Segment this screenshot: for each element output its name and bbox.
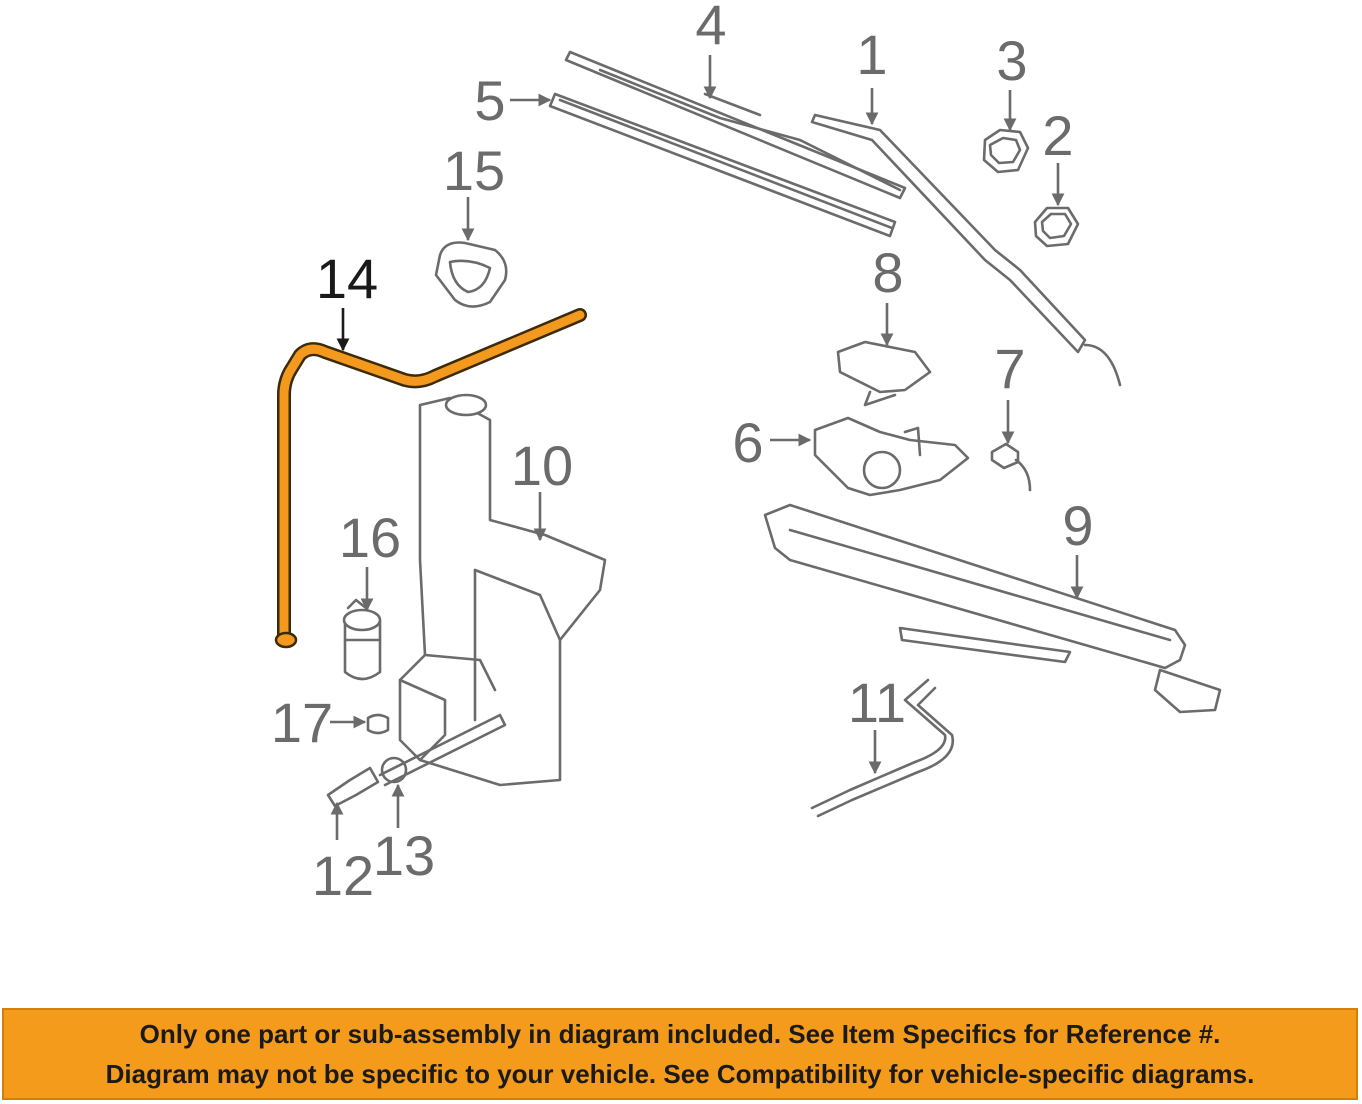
part-14-washer-hose [274,308,587,649]
part-2-nut [1033,206,1080,248]
part-17-grommet [366,713,390,735]
callout-16: 16 [339,506,401,569]
callout-5: 5 [474,69,505,132]
part-7-connector [990,442,1032,492]
parts-diagram: 1 2 3 4 5 6 7 8 9 10 11 12 13 14 15 16 1… [271,0,1222,907]
callout-9: 9 [1062,494,1093,557]
part-11-hose [810,678,955,818]
part-1-wiper-arm [810,113,1122,387]
part-16-pump [342,598,382,681]
callout-7: 7 [994,337,1025,400]
callout-6: 6 [732,411,763,474]
callout-3: 3 [996,29,1027,92]
disclaimer-banner: Only one part or sub-assembly in diagram… [2,1008,1358,1100]
callout-13: 13 [373,824,435,887]
leader-arrows [330,55,1084,840]
part-8-bracket [836,340,932,407]
disclaimer-line-1: Only one part or sub-assembly in diagram… [139,1019,1221,1049]
part-13-fitting [378,713,507,787]
callout-12: 12 [312,844,374,907]
callout-2: 2 [1042,104,1073,167]
part-15-clip [434,241,508,308]
callout-4: 4 [695,0,726,56]
part-6-wiper-motor [813,416,970,497]
part-9-linkage [763,503,1222,714]
callout-1: 1 [856,23,887,86]
callout-14: 14 [316,247,378,310]
callout-11: 11 [848,671,906,734]
callout-17: 17 [271,691,333,754]
part-12-nozzle [326,766,380,808]
part-3-nut [982,128,1030,174]
callout-8: 8 [872,241,903,304]
part-5-blade-insert [548,92,897,238]
part-10-reservoir [398,393,607,787]
callout-10: 10 [511,434,573,497]
disclaimer-line-2: Diagram may not be specific to your vehi… [105,1059,1255,1089]
callout-15: 15 [443,139,505,202]
